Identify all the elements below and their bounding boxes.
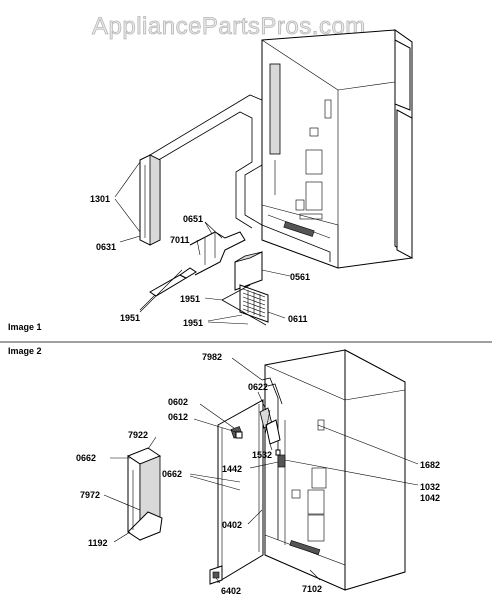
label-0561: 0561: [290, 272, 310, 282]
image1-refrigerator: [261, 29, 413, 269]
grille-0611: [221, 284, 269, 326]
rail-7982: [261, 377, 283, 540]
strip-1951: [149, 267, 197, 297]
watermark-text: AppliancePartsPros.com: [92, 13, 366, 40]
compartment-0561: [234, 251, 263, 291]
cap-0602: [230, 426, 243, 439]
label-7102: 7102: [302, 584, 322, 594]
label-0622: 0622: [248, 382, 268, 392]
label-1951-c: 1951: [183, 318, 203, 328]
image1-leaders: [114, 161, 291, 325]
label-0402: 0402: [222, 520, 242, 530]
label-0662-b: 0662: [162, 469, 182, 479]
label-1192: 1192: [88, 538, 108, 548]
duct-1192: [126, 447, 163, 541]
label-7982: 7982: [202, 352, 222, 362]
label-7011: 7011: [170, 235, 190, 245]
bracket-6402: [209, 565, 223, 585]
section-image1-title: Image 1: [8, 322, 42, 332]
label-1042: 1042: [420, 493, 440, 503]
label-1032: 1032: [420, 482, 440, 492]
image2-refrigerator: [264, 349, 406, 591]
label-1532: 1532: [252, 450, 272, 460]
label-1951-a: 1951: [180, 294, 200, 304]
label-1442: 1442: [222, 464, 242, 474]
label-1301: 1301: [90, 194, 110, 204]
bracket-0622: [259, 407, 281, 445]
section-image2-title: Image 2: [8, 346, 42, 356]
label-0611: 0611: [288, 314, 308, 324]
clamp-1442: [275, 449, 286, 468]
label-1682: 1682: [420, 460, 440, 470]
image2-leaders: [103, 357, 419, 584]
label-0662-a: 0662: [76, 453, 96, 463]
label-0602: 0602: [168, 397, 188, 407]
label-6402: 6402: [221, 586, 241, 596]
label-0651: 0651: [183, 214, 203, 224]
label-7922: 7922: [128, 430, 148, 440]
label-0612: 0612: [168, 412, 188, 422]
label-0631: 0631: [96, 242, 116, 252]
label-1951-b: 1951: [120, 313, 140, 323]
image1-panel-outline: [149, 94, 331, 262]
panel-0402: [217, 399, 264, 583]
duct-1301: [139, 154, 161, 246]
label-7972: 7972: [80, 490, 100, 500]
